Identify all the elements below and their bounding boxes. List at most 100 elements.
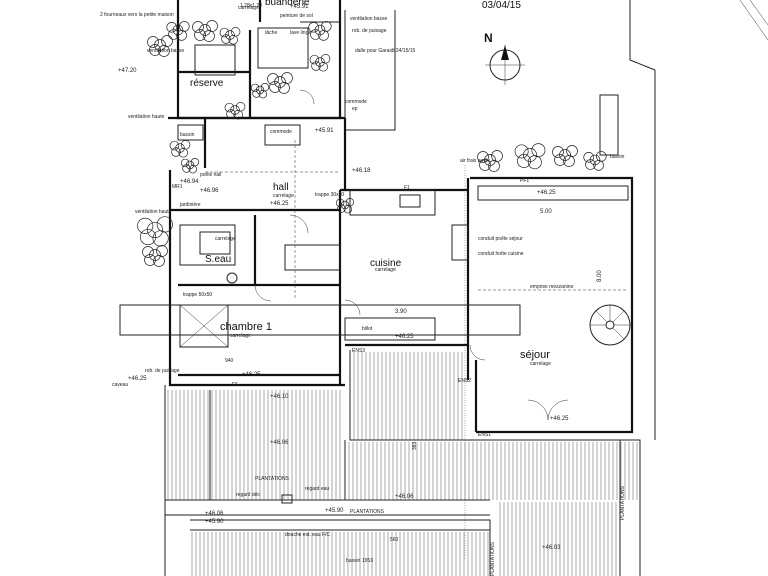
shrub-icon — [523, 148, 537, 162]
shrub-icon — [566, 145, 578, 157]
level-mark: +46.18 — [352, 168, 371, 174]
shrub-icon — [219, 27, 230, 38]
note: PF1 — [520, 178, 529, 184]
room-reserve: réserve — [190, 78, 224, 89]
note: poêle hall — [200, 172, 221, 178]
shrub-icon — [335, 198, 345, 208]
opening-mark: ENS1 — [478, 432, 491, 438]
note: bassin — [610, 154, 625, 160]
shrub-icon — [320, 21, 332, 32]
shrub-icon — [152, 230, 169, 247]
shrub-icon — [318, 62, 328, 72]
dimension: 560 — [390, 537, 399, 543]
shrub-icon — [343, 204, 352, 214]
shrub-icon — [228, 35, 238, 45]
note: PLANTATIONS — [490, 541, 496, 576]
shrub-icon — [194, 29, 206, 41]
shrub-icon — [169, 140, 180, 151]
note: ventilation basse — [350, 16, 387, 22]
dimension: 3.90 — [395, 309, 407, 315]
shrub-icon — [221, 34, 231, 44]
shrub-icon — [226, 109, 236, 119]
dimension: 383 — [412, 441, 418, 450]
shrub-icon — [531, 143, 546, 158]
floor-label: peinture de sol — [280, 13, 313, 19]
shrub-icon — [206, 20, 218, 32]
shrub-icon — [224, 102, 235, 113]
opening-mark: F6 — [232, 382, 238, 388]
room-seau: S.eau — [205, 254, 231, 265]
shrub-icon — [199, 24, 211, 36]
terrace-outline — [119, 304, 641, 576]
shrub-icon — [154, 39, 166, 51]
level-mark: +46.25 — [537, 190, 556, 196]
note: commode — [345, 99, 367, 105]
shrub-icon — [274, 76, 286, 88]
shrub-icon — [188, 164, 197, 174]
level-mark: +46.25 — [128, 376, 147, 382]
room-sejour: séjour — [520, 349, 550, 361]
shrub-icon — [149, 44, 161, 56]
shrub-icon — [192, 21, 204, 33]
dimension: 1.28x1.20 — [240, 3, 262, 9]
note: regard eau — [305, 486, 329, 492]
shrub-icon — [488, 160, 500, 172]
note: ventilation haute — [128, 114, 165, 120]
shrub-icon — [149, 249, 161, 261]
shrub-icon — [161, 35, 173, 47]
level-mark: +45.91 — [315, 128, 334, 134]
note: douche ext. eau F/C — [285, 532, 330, 538]
shrub-icon — [175, 143, 185, 153]
shrub-icon — [593, 160, 604, 171]
floor-label: carrelage — [530, 361, 551, 367]
note: F1 — [404, 185, 410, 191]
note: rob. de puisage — [145, 368, 180, 374]
note: air frais poêle — [460, 158, 490, 164]
shrub-icon — [230, 105, 240, 115]
shrub-icon — [158, 45, 170, 57]
level-mark: +46.03 — [542, 545, 561, 551]
north-label: N — [484, 31, 493, 45]
shrub-icon — [225, 30, 235, 40]
fixtures — [177, 27, 631, 560]
note: jardinière — [179, 202, 201, 208]
shrub-icon — [144, 254, 156, 266]
shrub-icon — [139, 228, 157, 246]
shrub-icon — [585, 159, 596, 170]
shrubs — [137, 20, 607, 267]
level-mark: +46.06 — [270, 440, 289, 446]
shrub-icon — [514, 144, 529, 159]
note: bassin 195X — [346, 558, 374, 564]
shrub-icon — [527, 155, 542, 170]
shrub-icon — [318, 30, 329, 41]
level-mark: +46.25 — [270, 201, 289, 207]
level-mark: +46.06 — [205, 511, 224, 517]
note: ep — [352, 106, 358, 112]
shrub-icon — [484, 154, 496, 166]
shrub-icon — [176, 30, 187, 41]
shrub-icon — [554, 154, 566, 166]
note: billot — [362, 326, 373, 332]
shrub-icon — [311, 61, 321, 71]
shrub-icon — [337, 204, 346, 213]
shrub-icon — [267, 73, 279, 85]
note: 2 fourneaux vers la petite maison — [100, 12, 174, 18]
shrub-icon — [278, 82, 290, 94]
level-mark: +45.90 — [205, 519, 224, 525]
level-mark: +46.10 — [270, 394, 289, 400]
dimension: 8.00 — [597, 270, 603, 282]
shrub-icon — [308, 21, 319, 33]
opening-mark: ENS2 — [458, 378, 471, 384]
shrub-icon — [309, 54, 320, 65]
note: lave linge — [290, 30, 311, 36]
note: regard déc — [236, 492, 260, 498]
north-arrow-icon — [485, 45, 525, 85]
shrub-icon — [477, 151, 489, 163]
shrub-icon — [258, 89, 267, 99]
shrub-icon — [178, 148, 188, 158]
room-buanderie: buanderie — [265, 0, 310, 8]
note: PLANTATIONS — [350, 509, 385, 515]
note: dalle pour Garaidi 24/15/15 — [355, 48, 416, 54]
note: bassin — [180, 132, 195, 138]
